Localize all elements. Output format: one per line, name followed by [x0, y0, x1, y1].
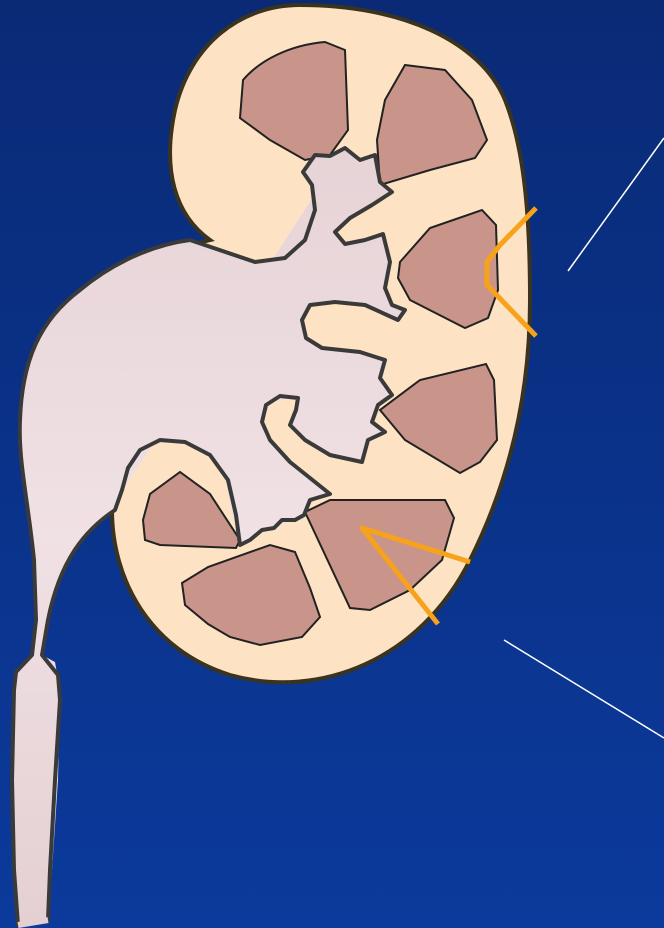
kidney-diagram-canvas [0, 0, 664, 928]
kidney-diagram [0, 0, 664, 928]
